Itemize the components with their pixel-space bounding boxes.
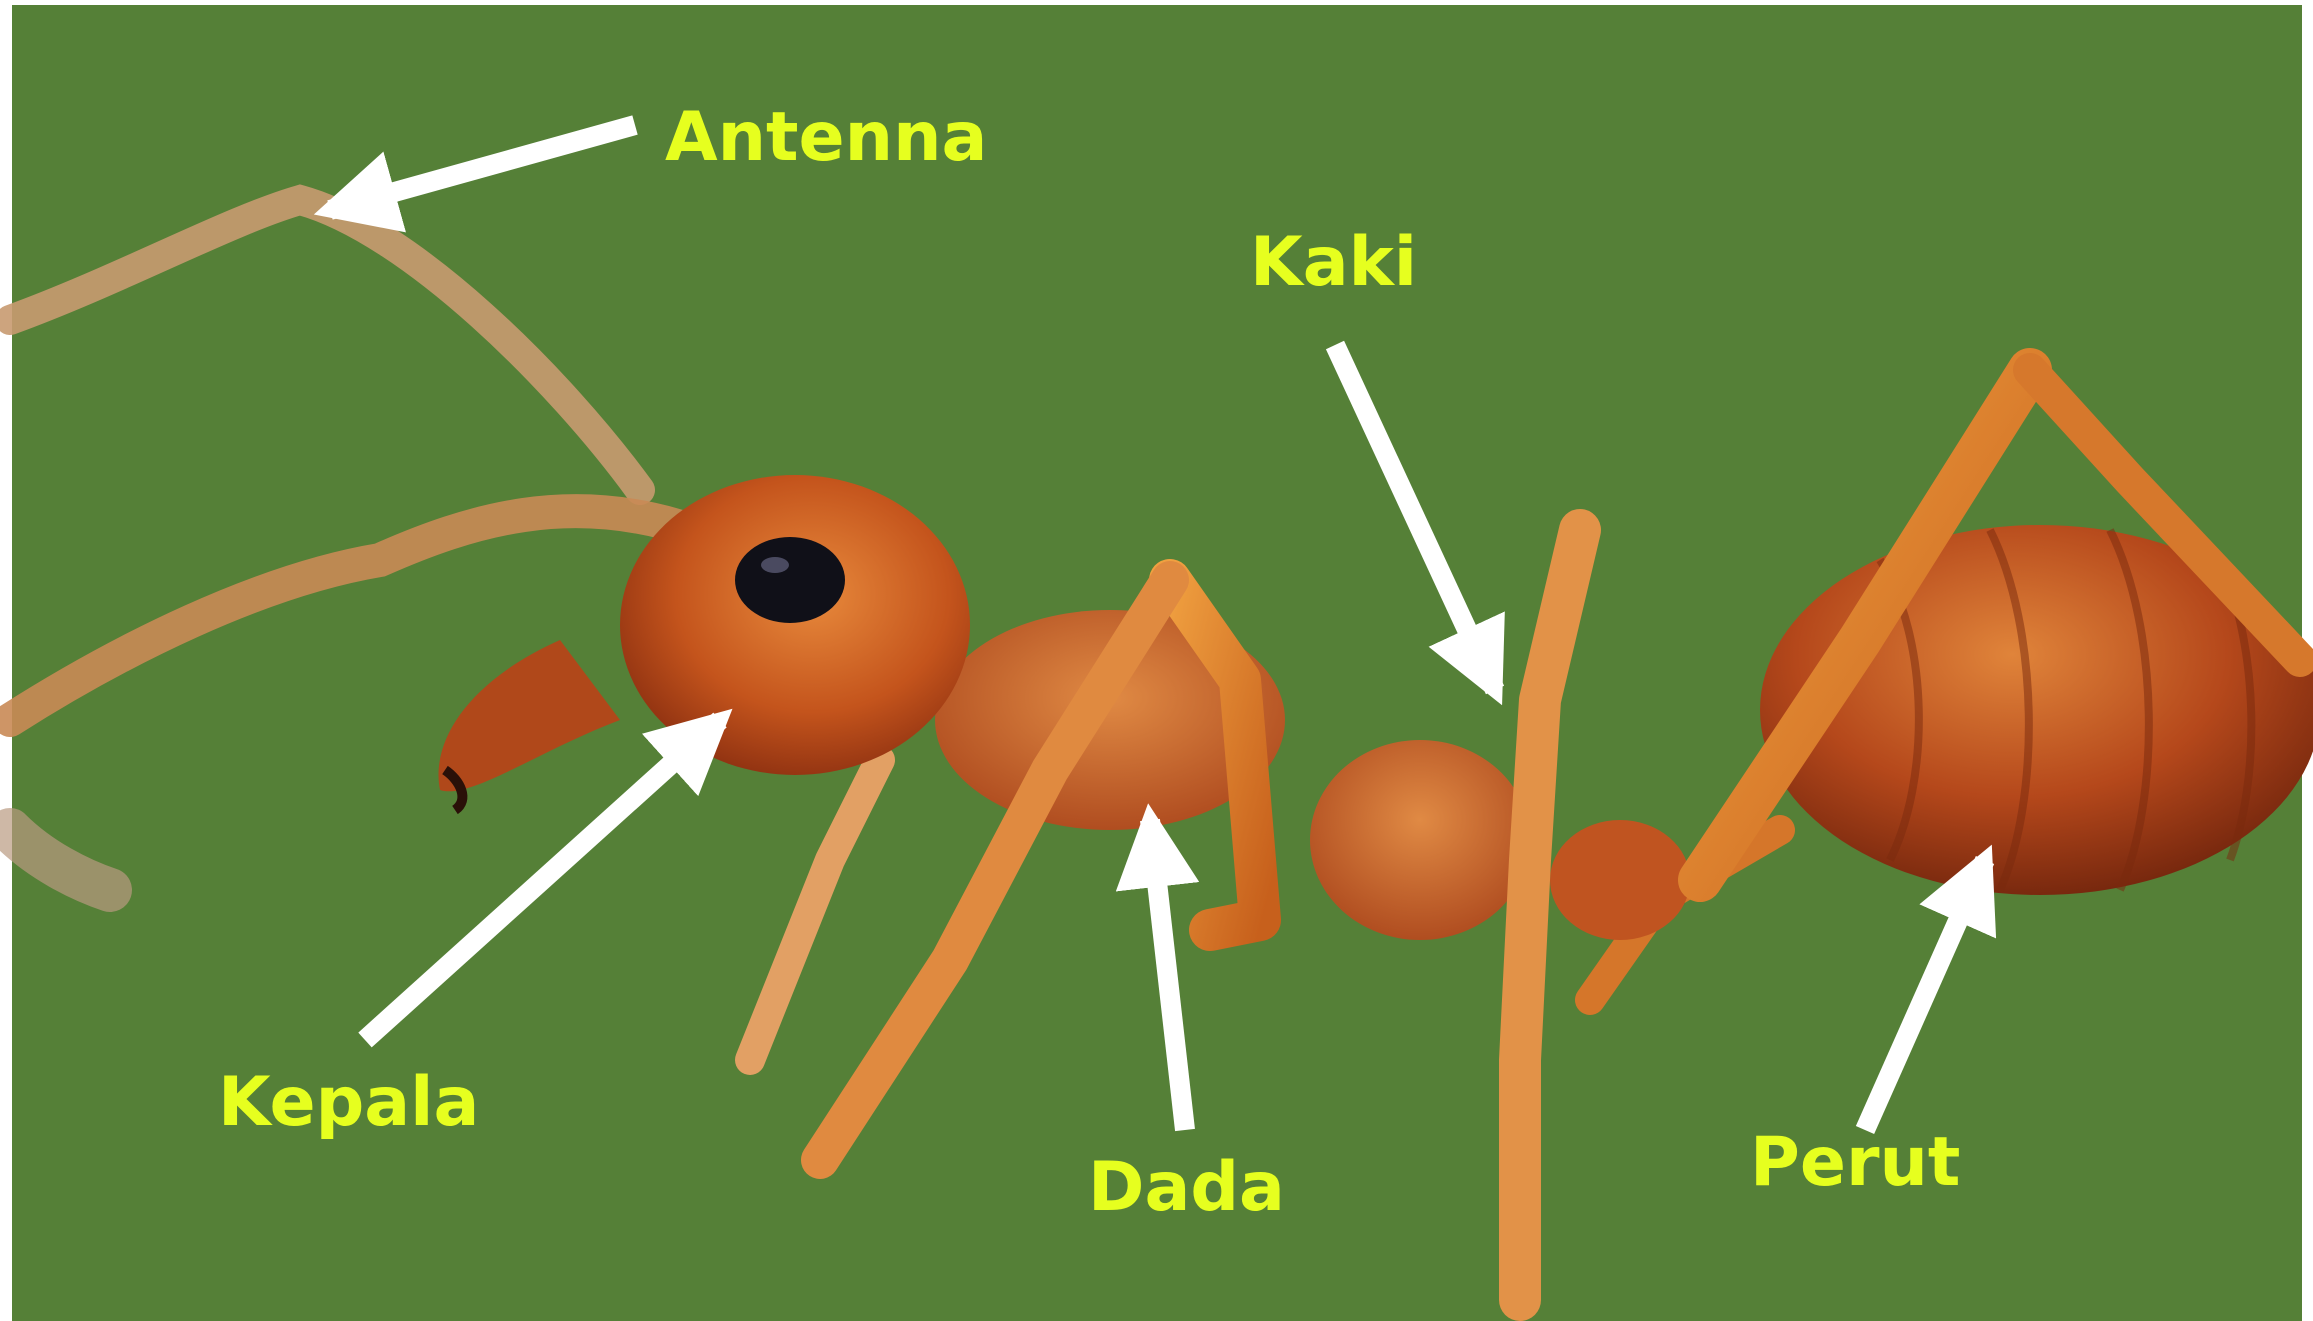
label-antenna: Antenna [665,98,987,177]
label-kepala: Kepala [218,1063,479,1142]
ant-eye [735,537,845,623]
label-perut: Perut [1750,1123,1960,1202]
label-dada: Dada [1088,1148,1285,1227]
label-kaki: Kaki [1250,223,1417,302]
